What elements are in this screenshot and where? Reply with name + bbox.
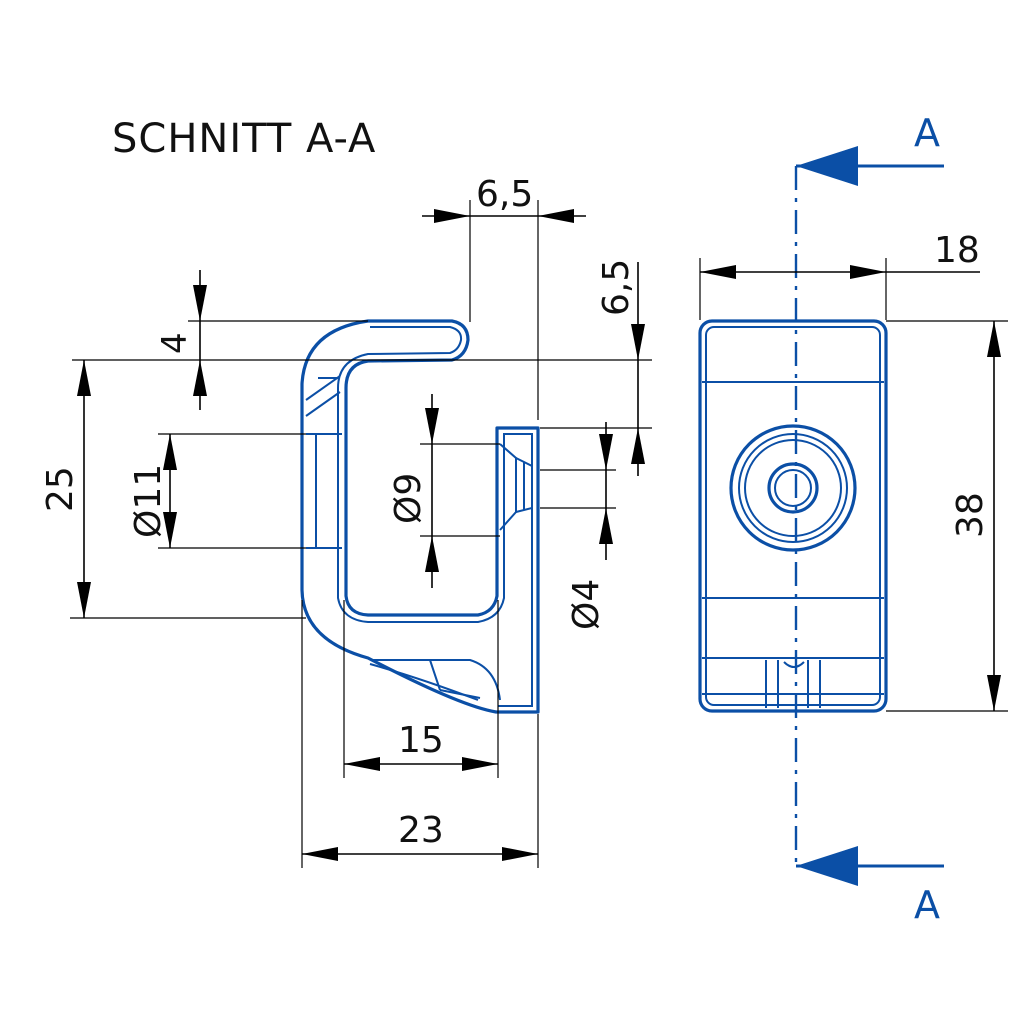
front-bore <box>767 462 819 514</box>
dim-6-5-top-label: 6,5 <box>476 174 533 215</box>
dim-38: 38 <box>886 320 1008 712</box>
dim-23-label: 23 <box>398 810 444 851</box>
front-counterbore-inner <box>744 439 842 537</box>
front-view <box>698 319 888 713</box>
section-arrow-bottom <box>796 846 858 886</box>
dim-15-label: 15 <box>398 720 444 761</box>
section-outer-profile <box>300 319 540 714</box>
dim-6-5-side: 6,5 <box>540 259 652 476</box>
section-inner-line <box>337 326 533 707</box>
left-chamfer-lines <box>305 375 341 417</box>
dim-6-5-side-label: 6,5 <box>596 259 637 316</box>
dim-23: 23 <box>301 600 539 868</box>
front-slot-arc <box>783 661 805 668</box>
dim-dia11: Ø11 <box>128 433 306 549</box>
front-inner-outline <box>705 326 881 706</box>
dim-25-label: 25 <box>40 466 81 512</box>
section-line-a-a: A A <box>794 111 944 927</box>
front-slot-lines <box>765 660 821 708</box>
dim-4: 4 <box>72 270 652 410</box>
bottom-rib-diagonal <box>369 663 479 701</box>
dim-4-label: 4 <box>155 332 195 354</box>
section-label-top: A <box>914 111 940 155</box>
dim-38-label: 38 <box>950 492 991 538</box>
dim-25: 25 <box>40 360 306 619</box>
dim-18: 18 <box>699 230 980 320</box>
front-counterbore-outer <box>729 424 857 552</box>
view-title: SCHNITT A-A <box>112 116 376 162</box>
section-label-bottom: A <box>914 883 940 927</box>
tab-countersink-left <box>499 443 517 531</box>
dim-18-label: 18 <box>934 230 980 271</box>
dim-15: 15 <box>343 600 499 778</box>
dim-dia11-label: Ø11 <box>128 464 169 538</box>
dim-6-5-top: 6,5 <box>422 174 586 420</box>
front-counterbore-ring <box>738 433 848 543</box>
dim-dia9: Ø9 <box>388 394 500 588</box>
bottom-rib <box>372 659 501 701</box>
section-view <box>300 319 540 714</box>
front-outline <box>698 319 888 713</box>
front-bore-inner <box>774 469 812 507</box>
section-arrow-top <box>796 146 858 186</box>
dim-dia9-label: Ø9 <box>388 473 429 524</box>
dim-dia4-label: Ø4 <box>566 579 607 630</box>
dim-dia4: Ø4 <box>540 422 616 630</box>
